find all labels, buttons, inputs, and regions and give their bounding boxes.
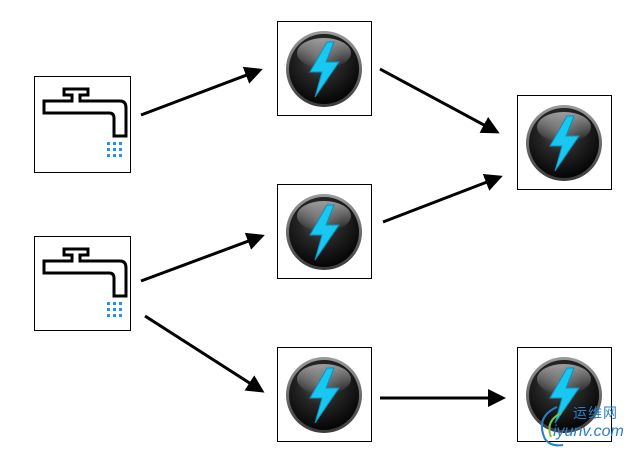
lightning-bolt-icon <box>285 30 363 108</box>
node-power-4 <box>517 95 612 190</box>
watermark-swoosh-icon <box>541 406 564 447</box>
node-box <box>34 76 131 173</box>
watermark-cn-text: 运维网 <box>573 406 618 422</box>
lightning-bolt-icon <box>525 104 603 182</box>
node-power-1 <box>277 21 372 116</box>
arrow-faucet-2-to-power-3 <box>144 314 265 393</box>
edges <box>140 66 506 407</box>
watermark-en-text: iyunv.com <box>553 423 624 440</box>
node-box <box>34 236 131 331</box>
arrow-faucet-1-to-power-1 <box>140 66 263 117</box>
node-faucet-2 <box>34 236 131 331</box>
arrow-faucet-2-to-power-2 <box>140 232 265 283</box>
nodes <box>34 21 612 442</box>
node-power-3 <box>277 347 372 442</box>
arrow-power-1-to-power-4 <box>379 67 500 134</box>
arrow-power-2-to-power-4 <box>382 173 503 224</box>
lightning-bolt-icon <box>285 193 363 271</box>
watermark-logo: 运维网 iyunv.com <box>527 401 637 449</box>
node-power-5 <box>517 347 612 442</box>
node-power-2 <box>277 184 372 279</box>
node-faucet-1 <box>34 76 131 173</box>
lightning-bolt-icon <box>285 356 363 434</box>
